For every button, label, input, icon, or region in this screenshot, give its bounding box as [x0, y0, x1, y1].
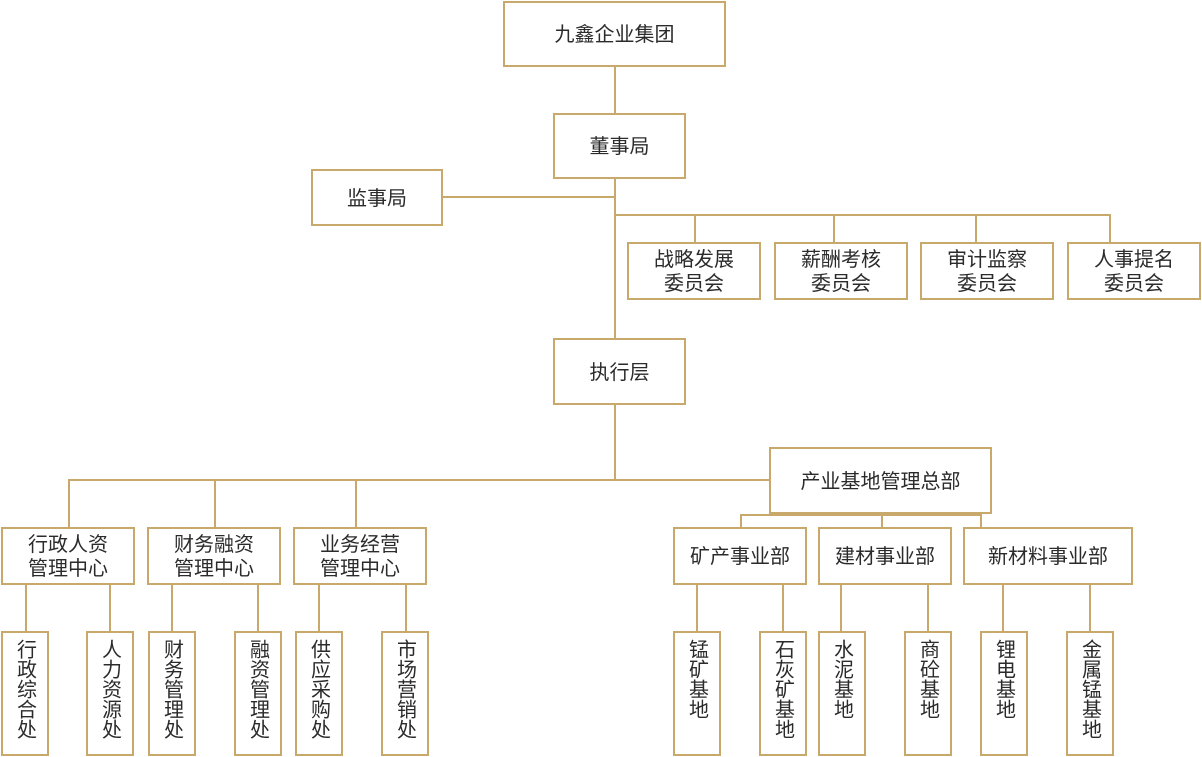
group-node: 九鑫企业集团	[503, 1, 726, 67]
connector-line	[318, 584, 320, 632]
unit-node: 石灰矿基地	[759, 631, 807, 756]
committee-node: 人事提名 委员会	[1067, 242, 1201, 300]
connector-line	[694, 214, 696, 243]
committee-node: 薪酬考核 委员会	[774, 242, 908, 300]
center-label-1: 财务融资	[174, 532, 254, 556]
center-node: 财务融资 管理中心	[147, 527, 281, 585]
connector-line	[696, 584, 698, 632]
unit-node: 市场营销处	[381, 631, 429, 756]
committee-label-2: 委员会	[1104, 271, 1164, 295]
division-node: 新材料事业部	[963, 527, 1133, 585]
unit-node: 水泥基地	[818, 631, 866, 756]
supervisory-label: 监事局	[347, 185, 407, 210]
committee-label-1: 战略发展	[654, 247, 734, 271]
committee-label-2: 委员会	[664, 271, 724, 295]
committee-label-1: 薪酬考核	[801, 247, 881, 271]
connector-line	[1089, 584, 1091, 632]
committee-node: 战略发展 委员会	[627, 242, 761, 300]
committee-label-1: 审计监察	[947, 247, 1027, 271]
unit-label: 供应采购处	[307, 639, 332, 739]
committee-label-1: 人事提名	[1094, 247, 1174, 271]
committee-label-2: 委员会	[811, 271, 871, 295]
unit-label: 人力资源处	[98, 639, 123, 739]
connector-line	[740, 514, 982, 516]
connector-line	[68, 479, 770, 481]
connector-line	[881, 514, 883, 528]
unit-label: 融资管理处	[246, 639, 271, 739]
connector-line	[980, 514, 982, 528]
connector-line	[740, 514, 742, 528]
connector-line	[1002, 584, 1004, 632]
unit-label: 行政综合处	[13, 639, 38, 739]
unit-label: 财务管理处	[160, 639, 185, 739]
unit-node: 人力资源处	[86, 631, 134, 756]
unit-label: 石灰矿基地	[771, 639, 796, 739]
connector-line	[1109, 214, 1111, 243]
group-label: 九鑫企业集团	[554, 22, 675, 46]
division-label: 矿产事业部	[690, 544, 790, 568]
connector-line	[927, 584, 929, 632]
unit-node: 融资管理处	[234, 631, 282, 756]
industry-hq-node: 产业基地管理总部	[769, 447, 992, 514]
board-label: 董事局	[589, 134, 650, 158]
connector-line	[257, 584, 259, 632]
unit-label: 金属锰基地	[1078, 639, 1103, 739]
unit-node: 商砼基地	[904, 631, 952, 756]
connector-line	[614, 178, 616, 480]
unit-label: 市场营销处	[393, 639, 418, 739]
center-node: 业务经营 管理中心	[293, 527, 427, 585]
center-label-1: 行政人资	[28, 532, 108, 556]
connector-line	[109, 584, 111, 632]
division-label: 建材事业部	[835, 544, 935, 568]
unit-label: 商砼基地	[916, 639, 941, 719]
connector-line	[214, 479, 216, 528]
committee-label-2: 委员会	[957, 271, 1017, 295]
center-label-2: 管理中心	[174, 556, 254, 580]
connector-line	[614, 214, 1111, 216]
unit-node: 金属锰基地	[1066, 631, 1114, 756]
industry-hq-label: 产业基地管理总部	[800, 468, 961, 493]
unit-node: 行政综合处	[1, 631, 49, 756]
connector-line	[614, 66, 616, 114]
unit-label: 锂电基地	[992, 639, 1017, 719]
division-node: 建材事业部	[818, 527, 952, 585]
unit-node: 锰矿基地	[673, 631, 721, 756]
unit-label: 锰矿基地	[685, 639, 710, 719]
connector-line	[355, 479, 357, 528]
division-label: 新材料事业部	[988, 544, 1108, 568]
connector-line	[405, 584, 407, 632]
connector-line	[833, 214, 835, 243]
connector-line	[782, 584, 784, 632]
center-label-2: 管理中心	[28, 556, 108, 580]
center-label-1: 业务经营	[320, 532, 400, 556]
executive-label: 执行层	[589, 359, 650, 384]
connector-line	[442, 196, 616, 198]
executive-node: 执行层	[553, 338, 686, 405]
connector-line	[171, 584, 173, 632]
center-label-2: 管理中心	[320, 556, 400, 580]
supervisory-node: 监事局	[311, 169, 443, 226]
unit-label: 水泥基地	[830, 639, 855, 719]
unit-node: 锂电基地	[980, 631, 1028, 756]
unit-node: 供应采购处	[295, 631, 343, 756]
connector-line	[25, 584, 27, 632]
committee-node: 审计监察 委员会	[920, 242, 1054, 300]
connector-line	[68, 479, 70, 528]
connector-line	[840, 584, 842, 632]
unit-node: 财务管理处	[148, 631, 196, 756]
connector-line	[975, 214, 977, 243]
board-node: 董事局	[553, 113, 686, 179]
division-node: 矿产事业部	[673, 527, 807, 585]
center-node: 行政人资 管理中心	[1, 527, 135, 585]
